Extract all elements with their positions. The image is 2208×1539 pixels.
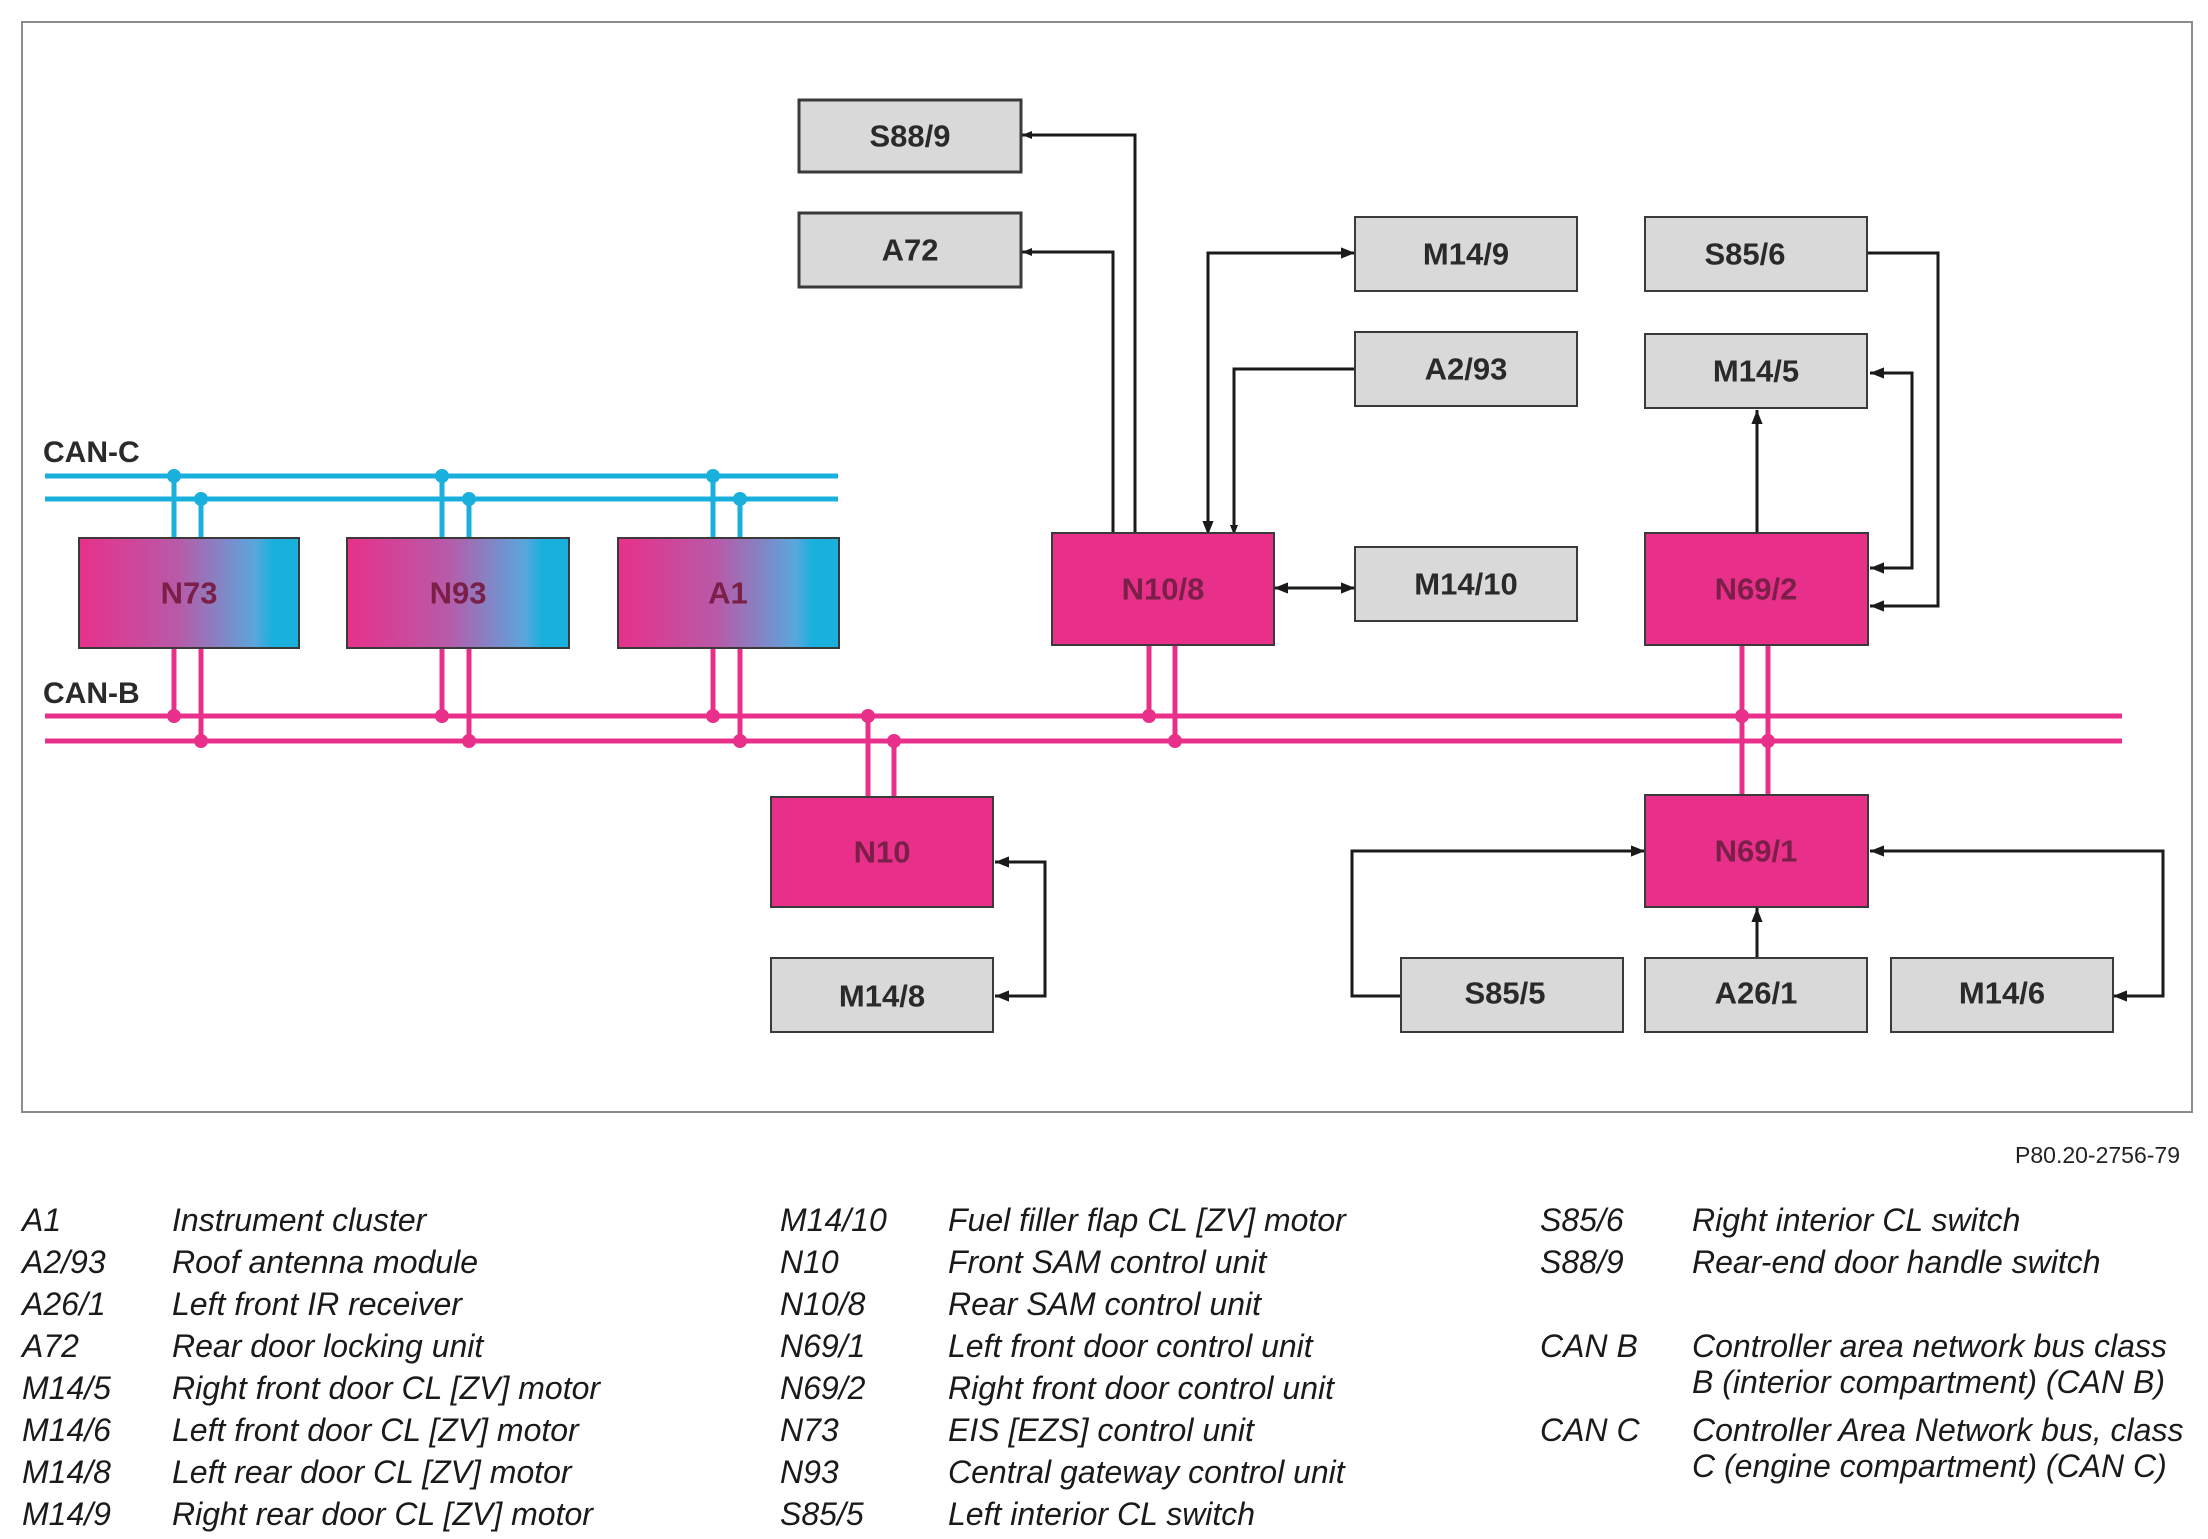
component-m14-6-label: M14/6 [1959,976,2045,1011]
can-c-bus [45,473,838,540]
component-a2-93: A2/93 [1354,331,1578,407]
connectors [995,131,2165,1002]
can-c-label: CAN-C [43,436,140,469]
legend-desc: Left rear door CL [ZV] motor [172,1454,572,1490]
legend-code: CAN C [1540,1412,1640,1448]
legend-code: A2/93 [22,1244,106,1280]
legend-desc: Right rear door CL [ZV] motor [172,1496,593,1532]
ecu-a1: A1 [617,537,840,649]
legend-code: A72 [22,1328,79,1364]
component-s85-5-label: S85/5 [1464,976,1545,1011]
component-a26-1-label: A26/1 [1715,976,1798,1011]
ecu-n69-1: N69/1 [1644,794,1869,908]
legend-code: N10 [780,1244,839,1280]
component-m14-10: M14/10 [1354,546,1578,622]
figure-id: P80.20-2756-79 [2015,1142,2180,1168]
legend-code: N10/8 [780,1286,866,1322]
legend-code: M14/9 [22,1496,111,1532]
legend-code: N69/1 [780,1328,866,1364]
component-a72-label: A72 [882,233,939,268]
legend-code: S88/9 [1540,1244,1624,1280]
legend-desc: Central gateway control unit [948,1454,1345,1490]
legend-desc: Left front door CL [ZV] motor [172,1412,579,1448]
legend-code: M14/6 [22,1412,111,1448]
legend-code: S85/6 [1540,1202,1624,1238]
ecu-n69-1-label: N69/1 [1715,834,1798,869]
ecu-n10-8-label: N10/8 [1122,572,1205,607]
component-s85-6-label: S85/6 [1704,237,1785,272]
legend-desc: Left front door control unit [948,1328,1313,1364]
can-b-label: CAN-B [43,677,140,710]
ecu-n73-label: N73 [161,576,218,611]
ecu-n69-2: N69/2 [1644,532,1869,646]
component-a26-1: A26/1 [1644,957,1868,1033]
legend-desc: Controller area network bus class B (int… [1692,1328,2167,1400]
legend-desc: Right front door CL [ZV] motor [172,1370,601,1406]
legend-desc: Controller Area Network bus, class C (en… [1692,1412,2184,1484]
legend-desc: Rear-end door handle switch [1692,1244,2101,1280]
legend-code: N73 [780,1412,839,1448]
ecu-n10-8: N10/8 [1051,532,1275,646]
legend-code: M14/5 [22,1370,111,1406]
legend-desc: Left front IR receiver [172,1286,462,1322]
component-s85-6: S85/6 [1644,216,1868,292]
ecu-n73: N73 [78,537,300,649]
component-m14-9-label: M14/9 [1423,237,1509,272]
legend-desc: Left interior CL switch [948,1496,1256,1532]
can-b-bus [45,643,2122,797]
component-m14-5-label: M14/5 [1713,354,1799,389]
legend-code: A26/1 [22,1286,106,1322]
component-a2-93-label: A2/93 [1425,352,1508,387]
legend-code: CAN B [1540,1328,1638,1364]
legend-code: N93 [780,1454,839,1490]
ecu-a1-label: A1 [708,576,748,611]
legend-desc: Fuel filler flap CL [ZV] motor [948,1202,1346,1238]
component-m14-10-label: M14/10 [1414,567,1517,602]
legend-code: S85/5 [780,1496,864,1532]
component-m14-5: M14/5 [1644,333,1868,409]
legend-code: A1 [22,1202,62,1238]
ecu-n10-label: N10 [854,835,911,870]
component-m14-6: M14/6 [1890,957,2114,1033]
component-s88-9-label: S88/9 [869,119,950,154]
component-m14-8-label: M14/8 [839,979,925,1014]
legend-desc: Right front door control unit [948,1370,1334,1406]
legend-code: M14/8 [22,1454,111,1490]
ecu-n10: N10 [770,796,994,908]
can-c-junctions [167,469,747,506]
component-m14-8: M14/8 [770,957,994,1033]
component-m14-9: M14/9 [1354,216,1578,292]
legend-code: M14/10 [780,1202,887,1238]
legend-desc: Rear door locking unit [172,1328,484,1364]
legend-desc: Rear SAM control unit [948,1286,1262,1322]
ecu-n69-2-label: N69/2 [1715,572,1798,607]
legend-desc: Roof antenna module [172,1244,478,1280]
can-b-junctions [167,709,1775,748]
component-a72: A72 [797,211,1023,289]
can-bus-diagram: CAN-C CAN-B N73 N93 A1 [43,98,2165,1033]
legend-desc: EIS [EZS] control unit [948,1412,1254,1448]
legend-desc: Right interior CL switch [1692,1202,2021,1238]
component-s85-5: S85/5 [1400,957,1624,1033]
legend-desc: Front SAM control unit [948,1244,1267,1280]
component-s88-9: S88/9 [797,98,1023,174]
legend-desc: Instrument cluster [172,1202,427,1238]
legend-code: N69/2 [780,1370,866,1406]
ecu-n93: N93 [346,537,570,649]
ecu-n93-label: N93 [430,576,487,611]
